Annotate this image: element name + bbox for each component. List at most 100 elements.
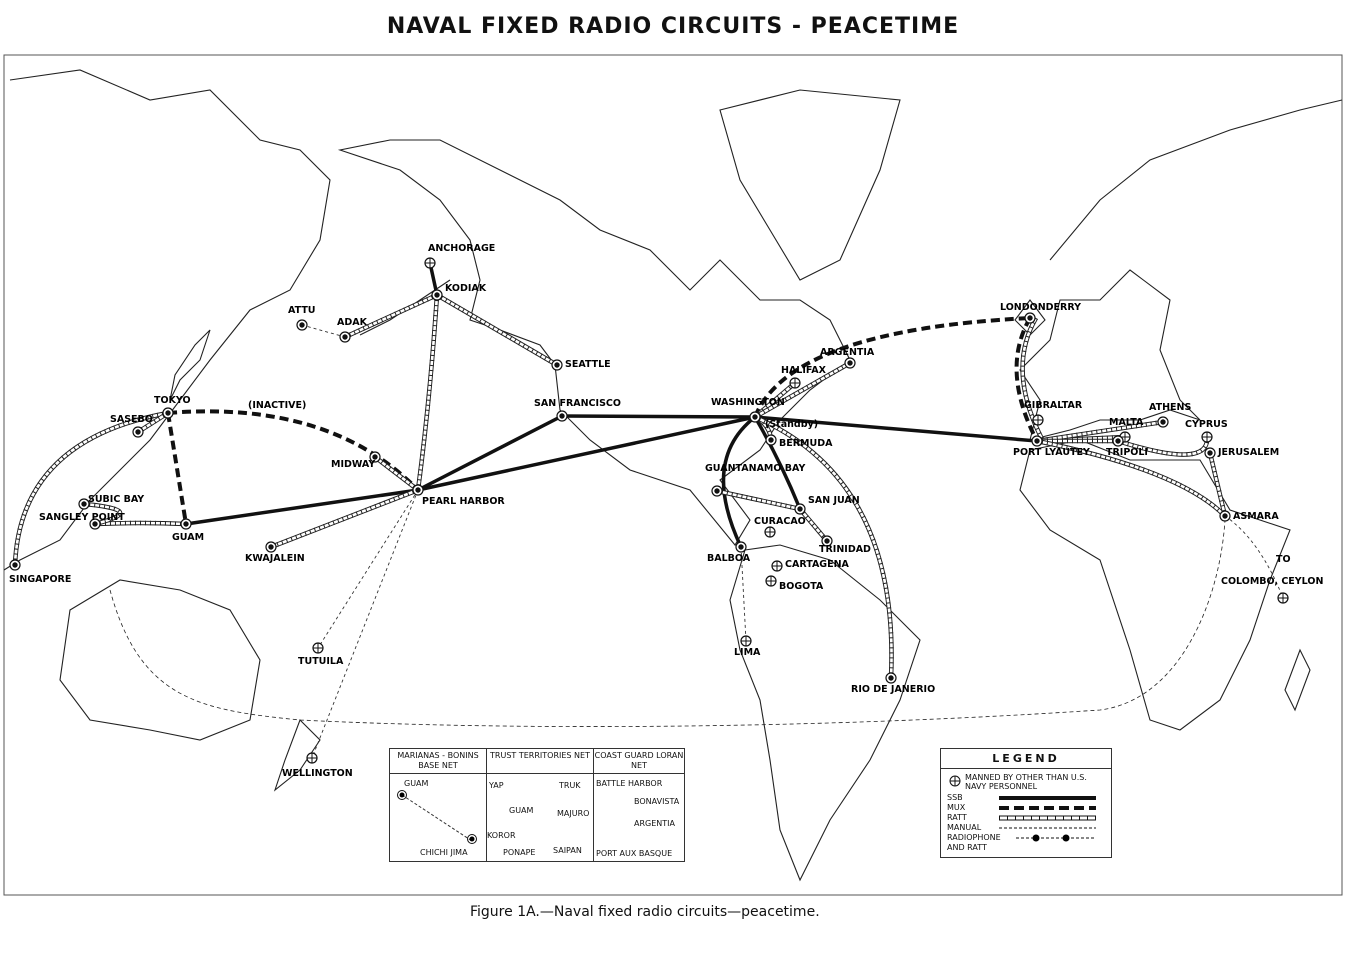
station-label: KODIAK [445, 283, 487, 294]
station-label: ARGENTIA [820, 347, 875, 358]
station-gibraltar[interactable]: GIBRALTAR [1024, 400, 1083, 426]
circuit-ssb-sanfrancisco-washington [561, 414, 756, 419]
station-balboa[interactable]: BALBOA [707, 541, 751, 564]
map-title: NAVAL FIXED RADIO CIRCUITS - PEACETIME [386, 14, 960, 39]
station-label: CYPRUS [1185, 419, 1228, 430]
legend-ratt: RATT [947, 813, 967, 822]
inset-title: MARIANAS - BONINS BASE NET [390, 749, 486, 774]
station-pearlharbor[interactable]: PEARL HARBOR [412, 484, 505, 507]
station-seattle[interactable]: SEATTLE [551, 359, 611, 371]
inset-station: GUAM [404, 779, 429, 788]
station-cartagena[interactable]: CARTAGENA [771, 559, 850, 572]
station-attu[interactable]: ATTU [288, 305, 316, 331]
station-portlyautey[interactable]: PORT LYAUTEY [1013, 435, 1090, 458]
circuit-manual-attu-adak [301, 324, 346, 338]
station-curacao[interactable]: CURACAO [754, 516, 806, 538]
station-sanfrancisco[interactable]: SAN FRANCISCO [534, 398, 621, 422]
station-tutuila[interactable]: TUTUILA [298, 642, 344, 667]
legend-symbols [949, 775, 1096, 842]
to-annotation: TO [1276, 554, 1291, 565]
station-kwajalein[interactable]: KWAJALEIN [245, 541, 305, 564]
station-singapore[interactable]: SINGAPORE [9, 559, 71, 585]
inset-station: BONAVISTA [634, 797, 680, 806]
station-argentia[interactable]: ARGENTIA [820, 347, 875, 369]
station-athens[interactable]: ATHENS [1149, 402, 1191, 428]
station-guantanamo[interactable]: GUANTANAMO BAY [705, 463, 805, 497]
circuit-ratt-sanjuan-trinidad [798, 507, 829, 543]
station-label: LONDONDERRY [1000, 302, 1081, 313]
station-asmara[interactable]: ASMARA [1219, 510, 1279, 522]
circuit-lines [12, 262, 1284, 759]
station-label: ANCHORAGE [428, 243, 495, 254]
circuit-ssb-pearlharbor-sanfrancisco [417, 414, 563, 492]
inset-station: TRUK [559, 781, 581, 790]
station-label: SEATTLE [565, 359, 611, 370]
inactive-annotation: (INACTIVE) [248, 400, 306, 411]
inset-station: BATTLE HARBOR [596, 779, 663, 788]
circuit-ratt-pearlharbor-midway [373, 455, 420, 492]
station-label: PEARL HARBOR [422, 496, 505, 507]
station-label: ADAK [337, 317, 368, 328]
circuit-ssb-washington-portlyautey [754, 415, 1038, 443]
inset-station: SAIPAN [553, 846, 582, 855]
circuit-ratt-washington-rio [754, 414, 894, 679]
figure-caption: Figure 1A.—Naval fixed radio circuits—pe… [470, 904, 820, 920]
station-label: TOKYO [154, 395, 191, 406]
station-lima[interactable]: LIMA [734, 635, 761, 658]
station-label: SAN FRANCISCO [534, 398, 621, 409]
circuit-ratt-kodiak-pearlharbor [415, 294, 440, 491]
station-label: GIBRALTAR [1024, 400, 1083, 411]
station-adak[interactable]: ADAK [337, 317, 368, 343]
circuit-ratt-tripoli-cyprus [1117, 436, 1210, 457]
circuit-ratt-guam-sangley [94, 520, 187, 527]
station-subicbay[interactable]: SUBIC BAY [78, 494, 144, 510]
station-guam[interactable]: GUAM [172, 518, 204, 543]
circuit-ratt-tokyo-singapore [12, 410, 169, 566]
circuit-mux-tokyo-pearlharbor [167, 409, 420, 492]
station-washington[interactable]: WASHINGTON [711, 397, 785, 423]
station-kodiak[interactable]: KODIAK [431, 283, 487, 301]
station-sasebo[interactable]: SASEBO [110, 414, 153, 438]
station-label: TUTUILA [298, 656, 344, 667]
inset-marianas-bonins: MARIANAS - BONINS BASE NET GUAM CHICHI J… [389, 748, 487, 862]
station-label: ASMARA [1233, 511, 1279, 522]
station-anchorage[interactable]: ANCHORAGE [424, 243, 495, 269]
circuit-ratt-guantanamo-sanjuan [716, 488, 801, 512]
circuit-mux-tokyo-guam [166, 412, 188, 525]
inset-title: TRUST TERRITORIES NET [487, 749, 593, 774]
station-label: MIDWAY [331, 459, 375, 470]
circuit-ssb-washington-sanjuan [753, 416, 802, 510]
legend: LEGEND MANNED BY OTHER THAN U.S. NAVY PE… [940, 748, 1112, 858]
circuit-mux-londonderry-portlyautey [1014, 317, 1039, 442]
station-label: GUANTANAMO BAY [705, 463, 805, 474]
station-halifax[interactable]: HALIFAX [781, 365, 827, 389]
inset-trust-territories: TRUST TERRITORIES NET YAP TRUK GUAM MAJU… [486, 748, 594, 862]
station-rio[interactable]: RIO DE JANERIO [851, 672, 935, 695]
station-label: CARTAGENA [785, 559, 850, 570]
station-trinidad[interactable]: TRINIDAD [819, 535, 871, 555]
station-label: SUBIC BAY [88, 494, 144, 505]
legend-title: LEGEND [941, 749, 1111, 769]
station-londonderry[interactable]: LONDONDERRY [1000, 302, 1081, 324]
station-colombo[interactable]: COLOMBO, CEYLON [1221, 576, 1323, 604]
station-label: BOGOTA [779, 581, 824, 592]
legend-other-label: MANNED BY OTHER THAN U.S. NAVY PERSONNEL [965, 773, 1087, 791]
inset-station: MAJURO [557, 809, 590, 818]
station-jerusalem[interactable]: JERUSALEM [1204, 447, 1279, 459]
inset-station: ARGENTIA [634, 819, 675, 828]
station-label: KWAJALEIN [245, 553, 305, 564]
station-label: TRIPOLI [1106, 447, 1148, 458]
map-frame [3, 54, 1343, 896]
station-label: BALBOA [707, 553, 751, 564]
station-sanjuan[interactable]: SAN JUAN [794, 495, 860, 515]
standby-annotation: (Standby) [765, 419, 818, 430]
station-bermuda[interactable]: BERMUDA [765, 434, 833, 449]
station-sangley[interactable]: SANGLEY POINT [39, 512, 125, 530]
station-tripoli[interactable]: TRIPOLI [1106, 435, 1148, 458]
station-cyprus[interactable]: CYPRUS [1185, 419, 1228, 443]
station-tokyo[interactable]: TOKYO [154, 395, 191, 419]
station-wellington[interactable]: WELLINGTON [282, 752, 353, 779]
station-midway[interactable]: MIDWAY [331, 451, 381, 470]
station-bogota[interactable]: BOGOTA [765, 575, 824, 592]
